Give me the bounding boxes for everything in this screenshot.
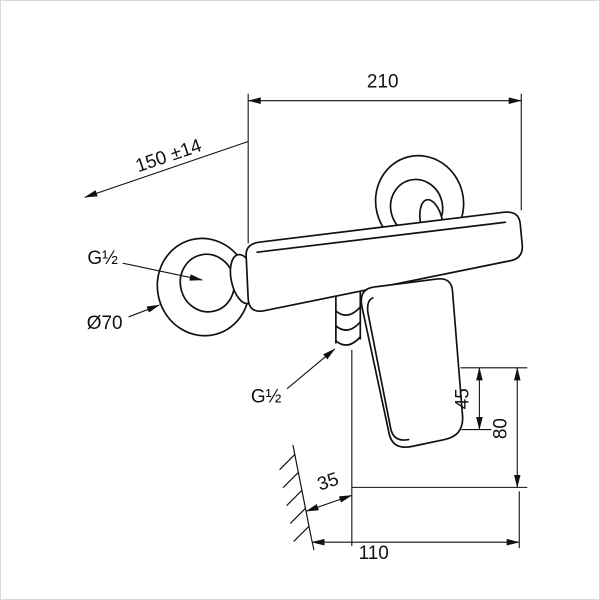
wall-hatching <box>279 444 312 542</box>
dim-label-overall-width: 210 <box>367 72 399 93</box>
label-inlet-thread: G½ <box>87 248 118 269</box>
dim-label-35: 35 <box>315 469 342 496</box>
mixer-body-top-edge <box>256 221 507 254</box>
label-escutcheon-diameter: Ø70 <box>87 313 123 334</box>
dim-line-35 <box>305 494 353 512</box>
lever-handle-inner-edge <box>366 297 410 441</box>
outlet-thread <box>335 291 362 346</box>
label-outlet-thread: G½ <box>251 387 282 408</box>
dim-label-110: 110 <box>359 543 389 564</box>
mixer-body <box>245 211 524 313</box>
dim-line-150 <box>84 141 249 198</box>
dim-label-45: 45 <box>452 388 473 409</box>
dim-label-80: 80 <box>490 418 511 439</box>
leader-escutcheon-diameter <box>128 304 160 318</box>
ext-line-wall-110 <box>310 536 315 551</box>
leader-inlet-thread <box>122 262 203 281</box>
leader-outlet-thread <box>286 348 336 390</box>
dim-label-center-distance: 150 ±14 <box>133 135 204 177</box>
lever-handle <box>360 277 464 448</box>
